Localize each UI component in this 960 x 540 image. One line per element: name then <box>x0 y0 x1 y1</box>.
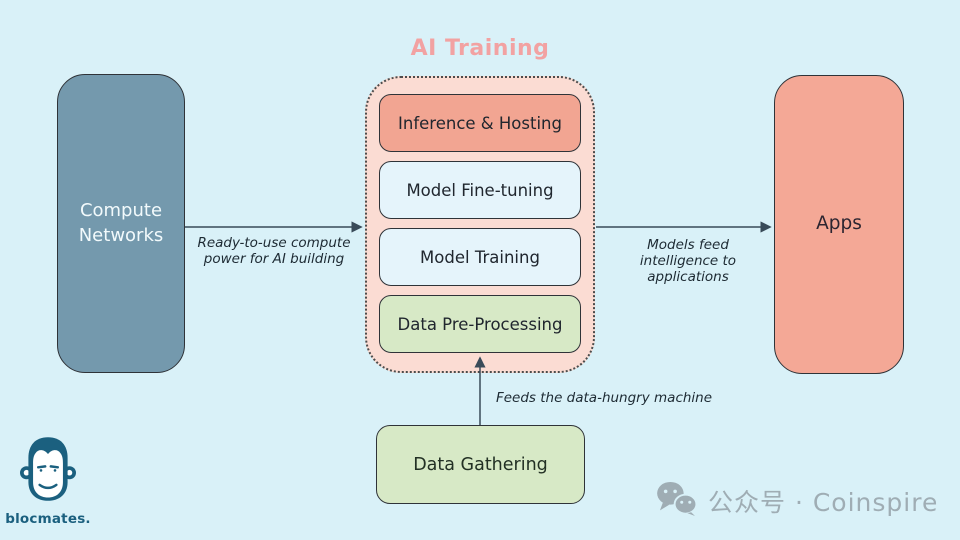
compute-networks-node: Compute Networks <box>57 74 185 373</box>
blocmates-wordmark: blocmates. <box>5 511 91 527</box>
pipeline-step-model-training: Model Training <box>379 228 581 286</box>
edge-label-compute-to-training: Ready-to-use compute power for AI buildi… <box>197 235 351 267</box>
apps-node: Apps <box>774 75 904 374</box>
wechat-label: 公众号 · Coinspire <box>708 487 939 517</box>
pipeline-step-data-pre-processing: Data Pre-Processing <box>379 295 581 353</box>
pipeline-step-model-fine-tuning: Model Fine-tuning <box>379 161 581 219</box>
wechat-footer: 公众号 · Coinspire <box>656 481 938 520</box>
edge-label-gathering-to-training: Feeds the data-hungry machine <box>495 390 713 406</box>
data-gathering-node: Data Gathering <box>376 425 585 504</box>
wechat-icon <box>656 481 698 520</box>
blocmates-gorilla-icon <box>20 433 76 509</box>
diagram-title: AI Training <box>410 36 550 61</box>
blocmates-logo: blocmates. <box>5 433 91 527</box>
ai-training-group: Inference & Hosting Model Fine-tuning Mo… <box>365 76 595 373</box>
pipeline-step-inference-hosting: Inference & Hosting <box>379 94 581 152</box>
edge-label-training-to-apps: Models feed intelligence to applications <box>639 237 737 285</box>
